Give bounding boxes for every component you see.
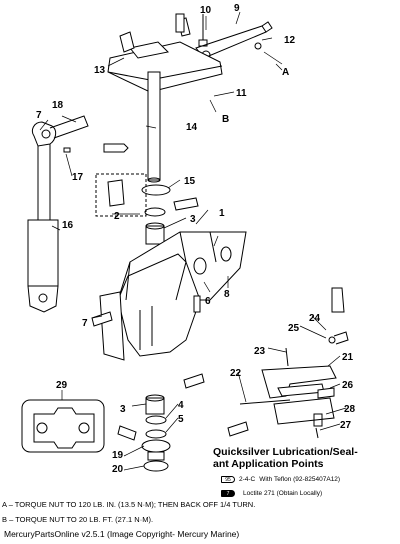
callout-28: 28 xyxy=(344,404,356,415)
callout-14: 14 xyxy=(186,122,198,133)
callout-27: 27 xyxy=(340,420,352,431)
callout-5: 5 xyxy=(178,414,184,425)
torque-note-text: – TORQUE NUT TO 20 LB. FT. (27.1 N·M). xyxy=(9,515,154,524)
callout-8: 8 xyxy=(224,289,230,300)
callout-1: 1 xyxy=(219,208,225,219)
tilt-lock-drawing xyxy=(239,331,349,439)
lube-tube-icons xyxy=(91,13,345,441)
callout-19: 19 xyxy=(112,450,124,461)
loctite-tube-icon: 7 xyxy=(221,489,235,497)
gasket-inset-drawing xyxy=(21,399,105,453)
callout-9: 9 xyxy=(234,3,240,14)
steering-link-drawing xyxy=(195,14,273,60)
lubrication-legend-title: Quicksilver Lubrication/Seal- ant Applic… xyxy=(213,446,393,470)
callout-16: 16 xyxy=(62,220,74,231)
callout-7-mid: 7 xyxy=(82,318,88,329)
callout-A-top: A xyxy=(282,67,289,78)
lube-tube-icon: 95 xyxy=(221,475,235,483)
steering-yoke-drawing xyxy=(107,17,223,93)
callout-15: 15 xyxy=(184,176,196,187)
callout-7-left: 7 xyxy=(36,110,42,121)
bushing-drawing xyxy=(144,207,166,217)
inset-box xyxy=(95,173,147,217)
swivel-bracket-drawing xyxy=(99,231,247,361)
callout-25: 25 xyxy=(288,323,300,334)
torque-note-letter: A xyxy=(2,500,7,509)
lube-code: 2-4-C xyxy=(239,475,256,483)
callout-24: 24 xyxy=(309,313,321,324)
callout-21: 21 xyxy=(342,352,354,363)
torque-note-text: – TORQUE NUT TO 120 LB. IN. (13.5 N·M); … xyxy=(8,500,256,509)
callout-23: 23 xyxy=(254,346,266,357)
callout-3-top: 3 xyxy=(190,214,196,225)
callout-29: 29 xyxy=(56,380,68,391)
callout-B-top: B xyxy=(222,114,229,125)
copyright-footer: MercuryPartsOnline v2.5.1 (Image Copyrig… xyxy=(4,529,240,539)
lube-row-2-4-c: 95 2-4-C With Teflon (92-825407A12) xyxy=(213,473,398,485)
callout-11: 11 xyxy=(236,88,247,99)
callout-labels: 10 9 12 A 11 B 13 14 15 18 7 17 16 2 3 1… xyxy=(36,3,356,475)
callout-22: 22 xyxy=(230,368,242,379)
callout-18: 18 xyxy=(52,100,64,111)
leader-lines xyxy=(39,11,347,471)
swivel-tube-drawing xyxy=(147,71,161,183)
callout-6: 6 xyxy=(205,296,211,307)
torque-note-a: A – TORQUE NUT TO 120 LB. IN. (13.5 N·M)… xyxy=(2,500,255,509)
lubrication-title-line1: Quicksilver Lubrication/Seal- xyxy=(213,446,358,458)
callout-17: 17 xyxy=(72,172,84,183)
callout-3-bottom: 3 xyxy=(120,404,126,415)
torque-note-b: B – TORQUE NUT TO 20 LB. FT. (27.1 N·M). xyxy=(2,515,153,524)
lubrication-title-line2: ant Application Points xyxy=(213,458,324,470)
callout-4: 4 xyxy=(178,400,184,411)
lube-row-loctite: 7 Loctite 271 (Obtain Locally) xyxy=(213,487,398,499)
callout-20: 20 xyxy=(112,464,124,475)
torque-note-letter: B xyxy=(2,515,8,524)
callout-12: 12 xyxy=(284,35,296,46)
lower-bushings-drawing xyxy=(141,394,171,472)
callout-26: 26 xyxy=(342,380,354,391)
lube-text: With Teflon (92-825407A12) xyxy=(259,475,341,483)
washer-drawing xyxy=(141,184,171,196)
lube-text: Loctite 271 (Obtain Locally) xyxy=(243,489,323,497)
callout-13: 13 xyxy=(94,65,106,76)
callout-10: 10 xyxy=(200,5,212,16)
trim-cylinder-drawing xyxy=(27,115,89,313)
callout-2: 2 xyxy=(114,211,120,222)
